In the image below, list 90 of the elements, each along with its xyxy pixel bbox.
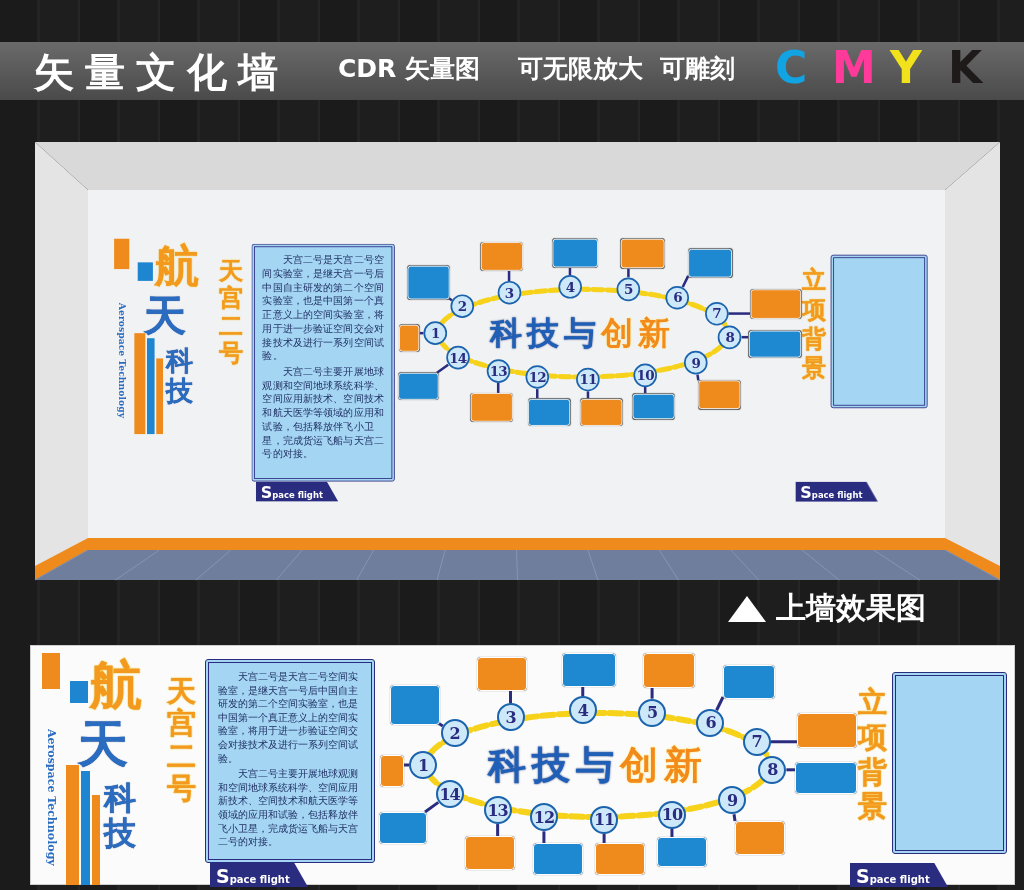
vertical-caption: Aerospace Technology bbox=[117, 302, 127, 419]
callout-box bbox=[620, 238, 665, 269]
text-panel bbox=[251, 243, 395, 482]
banner-text: 可雕刻 bbox=[660, 54, 735, 84]
banner-title: 矢量文化墙 bbox=[34, 48, 289, 97]
text-panel bbox=[205, 659, 375, 863]
vertical-title: 科技 bbox=[104, 781, 136, 852]
number-circle: 10 bbox=[657, 800, 686, 829]
callout-box bbox=[643, 653, 695, 688]
oval-title: 科技与创新 bbox=[488, 746, 708, 784]
vertical-title: 立项背景 bbox=[802, 265, 827, 384]
number-circle: 2 bbox=[440, 719, 469, 748]
number-circle: 9 bbox=[718, 786, 747, 815]
number-circle: 7 bbox=[742, 727, 771, 756]
title-character: 天 bbox=[78, 714, 128, 775]
connector-line bbox=[436, 363, 449, 374]
callout-box bbox=[797, 713, 857, 748]
space-flight-tag: Space flight bbox=[210, 863, 308, 887]
number-circle: 1 bbox=[409, 751, 437, 779]
callout-box bbox=[748, 330, 802, 358]
connector-line bbox=[424, 801, 440, 814]
number-circle: 5 bbox=[638, 698, 667, 727]
callout-box bbox=[480, 242, 523, 271]
callout-box bbox=[795, 762, 857, 794]
callout-box bbox=[723, 665, 775, 699]
number-circle: 14 bbox=[435, 780, 464, 809]
space-flight-tag: Space flight bbox=[850, 863, 948, 887]
callout-box bbox=[735, 821, 785, 855]
callout-box bbox=[698, 380, 741, 410]
callout-box bbox=[477, 657, 527, 691]
connector-line bbox=[681, 275, 690, 288]
banner-text: CDR 矢量图 bbox=[338, 54, 481, 84]
space-flight-tag: Space flight bbox=[255, 481, 339, 502]
callout-box bbox=[595, 843, 645, 875]
callout-box bbox=[552, 238, 598, 268]
panel-paragraph: 天宫二号主要开展地球观测和空间地球系统科学、空间应用新技术、空间技术和航天医学等领域的应用和试验，包括释放伴飞小卫星，完成货运飞船与天宫二号的对接。 bbox=[218, 767, 359, 849]
number-circle: 13 bbox=[483, 796, 512, 825]
number-circle: 12 bbox=[529, 803, 558, 832]
title-character: 航 bbox=[90, 654, 142, 717]
connector-line bbox=[535, 389, 539, 399]
panel-paragraph: 天宫二号主要开展地球观测和空间地球系统科学、空间应用新技术、空间技术和航天医学等领域的应用和试验，包括释放伴飞小卫星，完成货运飞船与天宫二号的对接。 bbox=[262, 364, 384, 462]
color-letter: Y bbox=[890, 42, 922, 95]
title-character: 天 bbox=[144, 290, 187, 342]
caption-text: 上墙效果图 bbox=[776, 590, 926, 626]
callout-box bbox=[380, 755, 404, 787]
callout-box bbox=[632, 393, 675, 420]
callout-box bbox=[528, 398, 571, 426]
space-flight-tag: Space flight bbox=[795, 481, 878, 502]
number-circle: 6 bbox=[696, 708, 725, 737]
callout-box bbox=[465, 836, 515, 870]
callout-box bbox=[390, 685, 440, 725]
text-panel bbox=[892, 672, 1007, 854]
vertical-title: 天宫二号 bbox=[219, 257, 244, 367]
vertical-title: 科技 bbox=[166, 346, 194, 406]
oval-title: 科技与创新 bbox=[490, 317, 676, 350]
connector-line bbox=[715, 696, 725, 711]
callout-box bbox=[379, 812, 427, 844]
vertical-title: 天宫二号 bbox=[167, 675, 196, 805]
connector-line bbox=[496, 824, 500, 836]
connector-line bbox=[786, 768, 795, 772]
number-circle: 3 bbox=[496, 703, 525, 732]
number-circle: 11 bbox=[590, 805, 619, 834]
number-circle: 8 bbox=[758, 755, 787, 784]
banner-text: 可无限放大 bbox=[518, 54, 643, 84]
text-panel bbox=[830, 254, 928, 409]
callout-box bbox=[470, 393, 513, 422]
color-letter: C bbox=[775, 42, 808, 95]
color-letter: M bbox=[832, 42, 876, 95]
vertical-caption: Aerospace Technology bbox=[46, 729, 57, 866]
panel-paragraph: 天宫二号是天宫二号空间实验室，是继天宫一号后中国自主研发的第二个空间实验室，也是中国第一个真正意义上的空间实验室，将用于进一步验证空间交会对接技术及进行一系列空间试验。 bbox=[218, 670, 359, 766]
color-letter: K bbox=[948, 42, 983, 95]
connector-line bbox=[542, 831, 546, 843]
connector-line bbox=[602, 833, 606, 843]
title-character: 航 bbox=[154, 239, 199, 293]
callout-box bbox=[688, 248, 733, 278]
callout-box bbox=[399, 324, 420, 352]
vertical-title: 立项背景 bbox=[858, 685, 887, 825]
callout-box bbox=[407, 265, 450, 300]
callout-box bbox=[533, 843, 583, 875]
connector-line bbox=[770, 740, 797, 744]
callout-box bbox=[562, 653, 616, 687]
callout-box bbox=[398, 372, 439, 400]
panel-paragraph: 天宫二号是天宫二号空间实验室，是继天宫一号后中国自主研发的第二个空间实验室，也是中国第一个真正意义上的空间实验室，将用于进一步验证空间交会对接技术及进行一系列空间试验。 bbox=[262, 253, 384, 364]
connector-line bbox=[670, 828, 674, 837]
connector-line bbox=[728, 312, 751, 315]
connector-line bbox=[732, 814, 737, 822]
number-circle: 4 bbox=[568, 696, 597, 725]
callout-box bbox=[657, 837, 707, 867]
callout-box bbox=[580, 398, 623, 426]
callout-box bbox=[750, 289, 802, 319]
